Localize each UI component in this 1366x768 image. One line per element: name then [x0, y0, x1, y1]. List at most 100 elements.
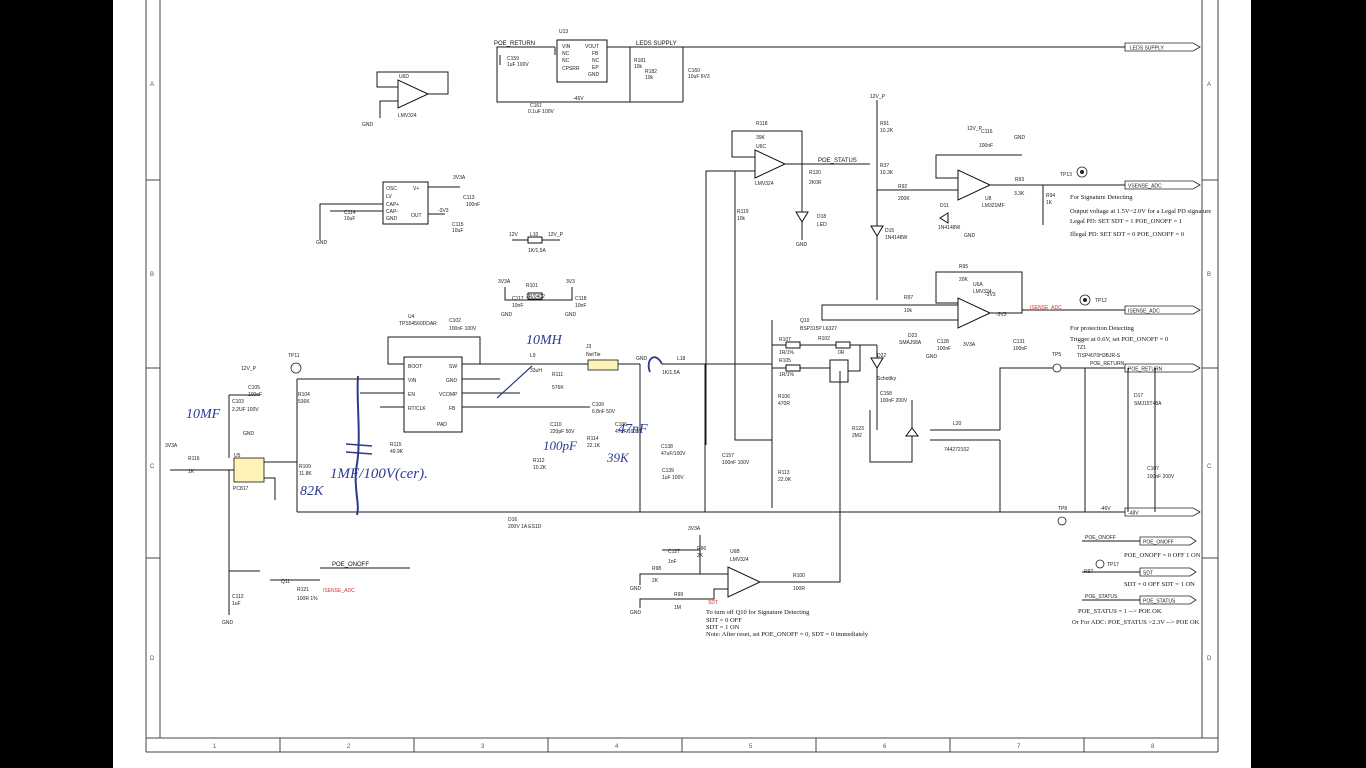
minus48v-port	[1124, 507, 1201, 517]
r102-value: 0R	[838, 350, 845, 356]
u13-pin-vout: VOUT	[585, 44, 599, 50]
l9-value: 33uH	[530, 368, 542, 374]
c160-ref: C160	[688, 68, 700, 74]
grid-row-label: D	[150, 656, 155, 662]
c131-ref: C131	[1013, 339, 1025, 345]
l10-value: 1K/1,5A	[528, 248, 546, 254]
c115-value: 10uF	[452, 228, 463, 234]
poe-status-right-net: POE_STATUS	[1085, 594, 1118, 600]
d18-symbol	[795, 211, 809, 223]
c110-value: 220pF 50V	[550, 429, 575, 435]
handwritten-annotations: 10MF 10MH 47nF 100pF 39K 82K 1MF/100V(ce…	[186, 333, 663, 516]
r93-ref: R93	[1015, 177, 1024, 183]
d15-value: 1N4148W	[885, 235, 908, 241]
sdt-port	[1139, 567, 1197, 577]
u13-ic	[556, 39, 608, 83]
u4-pin-sw: SW	[449, 364, 457, 370]
r97-ref: R97	[904, 295, 913, 301]
u6d-symbol	[397, 79, 430, 109]
u6a-part: LMV324	[973, 289, 992, 295]
sdt-port-label: SDT	[1143, 571, 1153, 577]
grid-column-label: 3	[481, 744, 485, 750]
handwriting-82k: 82K	[300, 484, 324, 499]
d15-ref: D15	[885, 228, 894, 234]
leds-supply-net: LEDS SUPPLY	[636, 41, 677, 47]
u6c-opamp: U6C LMV324 POE_STATUS R118 39K R120 2K0R…	[705, 121, 870, 445]
d22-ref: D22	[877, 353, 886, 359]
r116-value: 1K	[188, 469, 195, 475]
l10-body	[527, 236, 543, 244]
vsense-adc-port	[1124, 180, 1201, 190]
osc-3v3a: 3V3A	[453, 175, 466, 181]
r123-ref: R123	[852, 426, 864, 432]
r182-value: 10k	[645, 75, 654, 81]
r115-value: 49.9K	[390, 449, 404, 455]
r100-ref: R100	[793, 573, 805, 579]
handwriting-100pf: 100pF	[543, 438, 578, 453]
c138-ref: C138	[661, 444, 673, 450]
q10-ref: Q10	[800, 318, 810, 324]
c117-value: 10nF	[512, 303, 523, 309]
tp8-ref: TP8	[1058, 506, 1067, 512]
tp8-point	[1057, 516, 1067, 526]
poe-status-port	[1139, 595, 1197, 605]
r101-3v3a: 3V3A	[498, 279, 511, 285]
u13-pin-vin: VIN	[562, 44, 571, 50]
osc-pin-gnd: GND	[386, 216, 398, 222]
opto-3v3a: 3V3A	[165, 443, 178, 449]
r98-ref: R98	[652, 566, 661, 572]
leds-supply-port	[1124, 42, 1201, 52]
osc-pin-capp: CAP+	[386, 202, 399, 208]
q10-note-line1: SDT = 0 OFF	[706, 617, 742, 624]
osc-pin-out: OUT	[411, 213, 422, 219]
opto-gnd: GND	[243, 431, 255, 437]
r96-value: 2K	[697, 553, 704, 559]
u13-ref: U13	[559, 29, 568, 35]
status-note-2: Or For ADC: POE_STATUS >2.3V --> POE OK	[1072, 619, 1200, 626]
r115-ref: R115	[390, 442, 402, 448]
r111-value: 576K	[552, 385, 564, 391]
c106-value: 47uF/100V	[615, 429, 640, 435]
u6d-opamp: U6D LMV324 GND	[362, 71, 449, 128]
r109-ref: R109	[299, 464, 311, 470]
tp13-dot	[1080, 170, 1084, 174]
c157-ref: C157	[722, 453, 734, 459]
r92-ref: R92	[898, 184, 907, 190]
isense-adc-label: ISENSE_ADC	[1128, 309, 1160, 315]
q10-part: BSP315P L6327	[800, 326, 837, 332]
buck-converter: U4 TPS54560DDAR C102 100nF 100V BOOT VIN…	[288, 314, 1000, 530]
u4-ic	[403, 356, 463, 433]
u13-pin-nc2: NC	[562, 58, 570, 64]
minus46v-net-right: -46V	[1100, 506, 1111, 512]
led-supply-regulator: U13 VIN NC NC CPSRR VOUT FB NC EP GND PO…	[494, 29, 1201, 115]
l18-ref: L18	[677, 356, 686, 362]
c127-ref: C127	[668, 549, 680, 555]
r104-ref: R104	[298, 392, 310, 398]
osc-pin-vplus: V+	[413, 186, 419, 192]
r120-ref: R120	[809, 170, 821, 176]
l10-12vp: 12V_P	[548, 232, 564, 238]
tp13-ref: TP13	[1060, 172, 1072, 178]
c118-value: 10nF	[575, 303, 586, 309]
isense-adc-red-net: ISENSE_ADC	[1030, 305, 1062, 311]
poe-onoff-port-label: POE_ONOFF	[1143, 540, 1174, 546]
r98-value: 2K	[652, 578, 659, 584]
u13-pin-ep: EP	[592, 65, 599, 71]
u13-minus46v: -46V	[573, 96, 584, 102]
r100-value: 100R	[793, 586, 805, 592]
d16-value: 200V 1A ES1D	[508, 524, 542, 530]
c113-value: 100nF	[466, 202, 480, 208]
tp17-point	[1095, 559, 1105, 569]
poe-status-port-label: POE_STATUS	[1143, 599, 1176, 605]
r182-ref: R182	[645, 69, 657, 75]
q10-switch: R107 1R/1% R105 1R/1% R102 0R Q10 BSP315…	[771, 318, 922, 508]
d18-ref: D18	[817, 214, 826, 220]
poe-return-port-label: POE_RETURN	[1128, 367, 1163, 373]
r94-ref: R94	[1046, 193, 1055, 199]
poe-return-net-top: POE_RETURN	[494, 41, 535, 47]
d11-symbol	[939, 212, 949, 224]
c118-ref: C118	[575, 296, 587, 302]
r105-body	[785, 364, 801, 372]
